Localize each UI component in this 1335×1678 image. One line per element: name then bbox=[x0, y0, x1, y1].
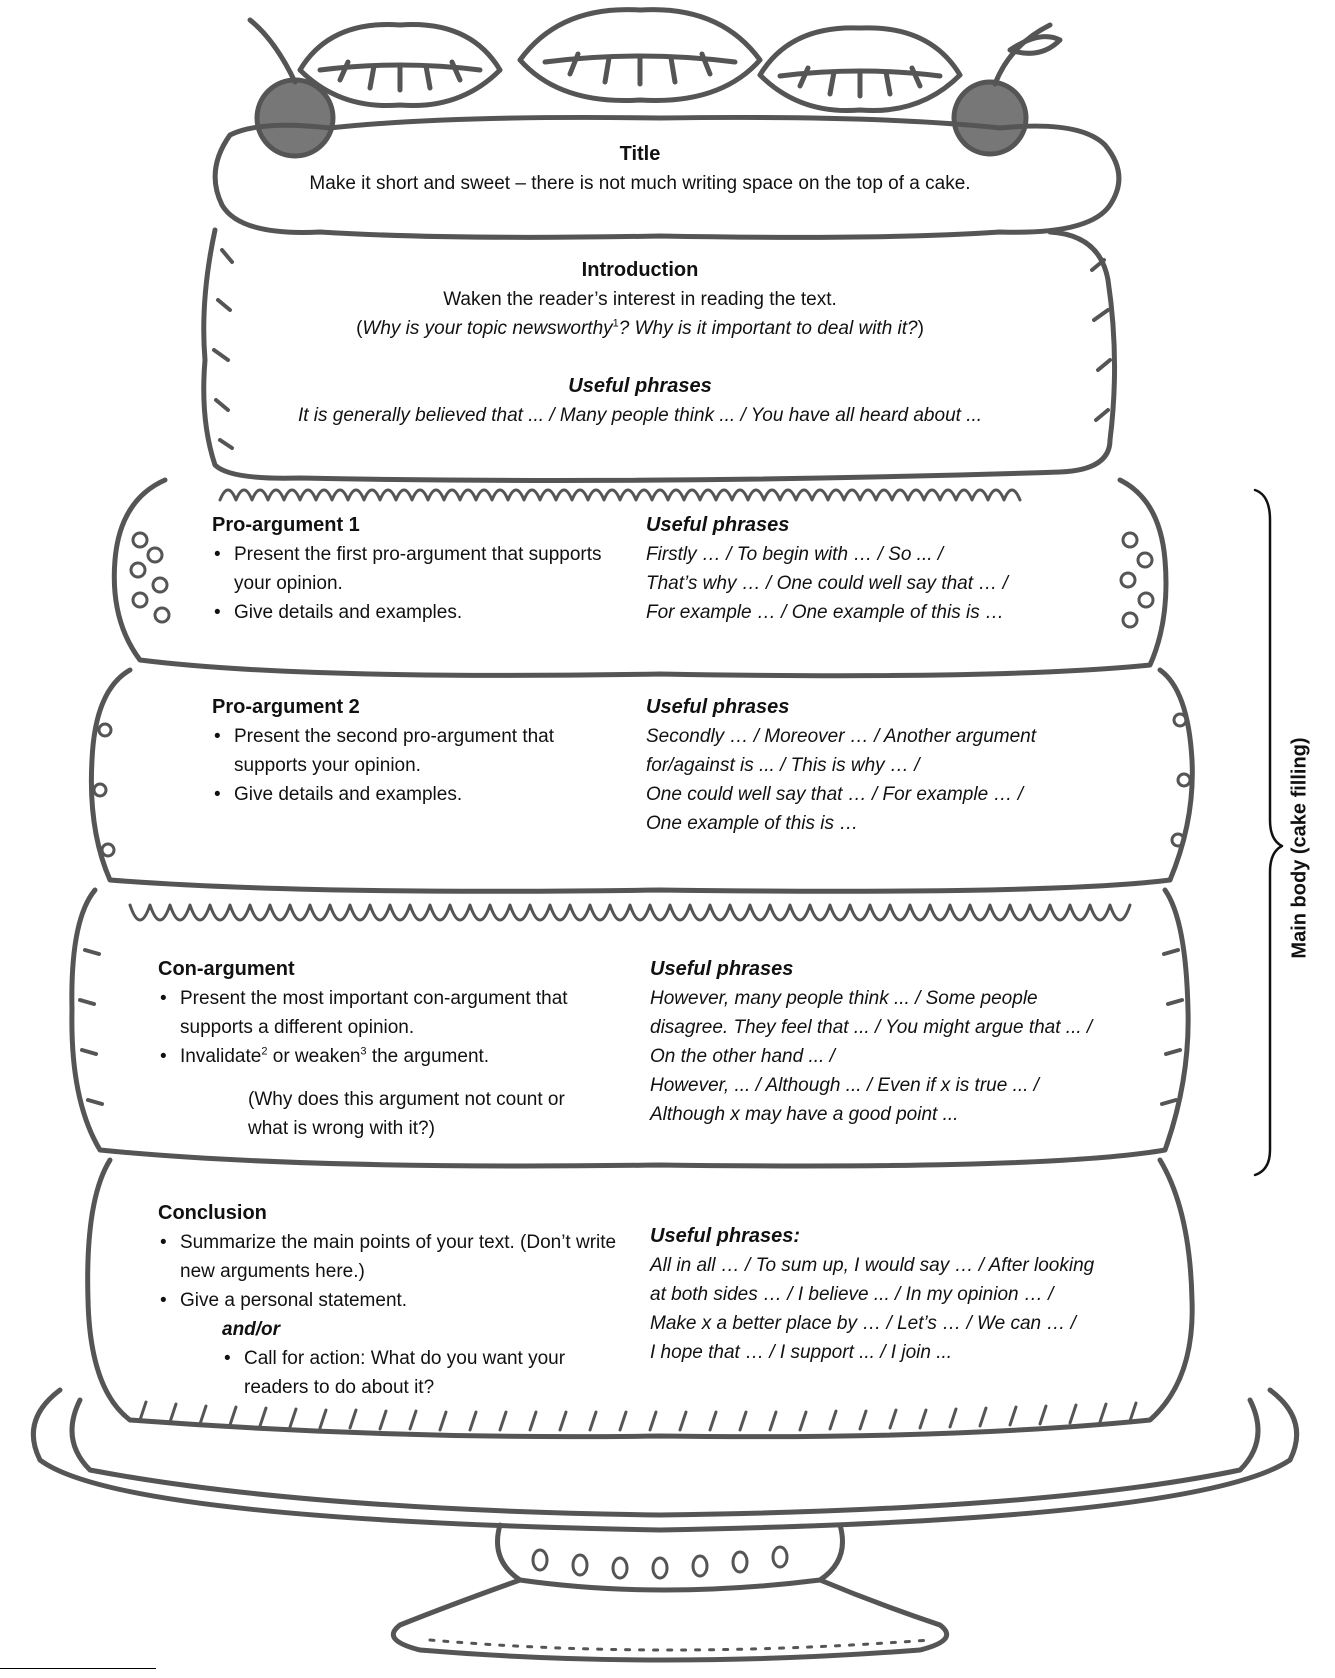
list-item: Summarize the main points of your text. … bbox=[158, 1228, 618, 1286]
cake-stand bbox=[498, 1525, 843, 1590]
argument-text: the argument. bbox=[367, 1046, 490, 1067]
phrase-line: One could well say that … / For example … bbox=[646, 780, 1126, 809]
weaken-text: or weaken bbox=[267, 1046, 360, 1067]
and-or-label: and/or bbox=[158, 1315, 618, 1344]
main-body-label: Main body (cake filling) bbox=[1289, 737, 1312, 958]
pro2-bullets: Present the second pro-argument that sup… bbox=[212, 722, 592, 809]
title-text: Make it short and sweet – there is not m… bbox=[260, 169, 1020, 198]
conclusion-phrases-section: Useful phrases: All in all … / To sum up… bbox=[650, 1222, 1150, 1367]
con-heading: Con-argument bbox=[158, 955, 588, 984]
phrase-line: disagree. They feel that ... / You might… bbox=[650, 1013, 1150, 1042]
footnote-divider bbox=[0, 1668, 156, 1669]
phrase-line: That’s why … / One could well say that …… bbox=[646, 569, 1116, 598]
con-note-line: what is wrong with it?) bbox=[248, 1114, 588, 1143]
introduction-line: Waken the reader’s interest in reading t… bbox=[230, 285, 1050, 314]
list-item: Invalidate2 or weaken3 the argument. bbox=[158, 1042, 588, 1071]
list-item: Present the most important con-argument … bbox=[158, 984, 588, 1042]
con-note-line: (Why does this argument not count or bbox=[248, 1085, 588, 1114]
phrase-line: However, ... / Although ... / Even if x … bbox=[650, 1071, 1150, 1100]
pro1-section: Pro-argument 1 Present the first pro-arg… bbox=[212, 511, 612, 627]
introduction-section: Introduction Waken the reader’s interest… bbox=[230, 256, 1050, 430]
pro2-section: Pro-argument 2 Present the second pro-ar… bbox=[212, 693, 592, 809]
phrase-line: All in all … / To sum up, I would say … … bbox=[650, 1251, 1150, 1280]
cake-plate bbox=[33, 1390, 1296, 1530]
phrase-line: On the other hand ... / bbox=[650, 1042, 1150, 1071]
conclusion-phrases-heading: Useful phrases: bbox=[650, 1222, 1150, 1251]
question-part2: ? Why is it important to deal with it? bbox=[619, 318, 918, 339]
phrase-line: Firstly … / To begin with … / So ... / bbox=[646, 540, 1116, 569]
con-phrases-section: Useful phrases However, many people thin… bbox=[650, 955, 1150, 1129]
phrase-line: One example of this is … bbox=[646, 809, 1126, 838]
list-item: Present the first pro-argument that supp… bbox=[212, 540, 612, 598]
list-item: Give details and examples. bbox=[212, 780, 592, 809]
fruit-slice-icon bbox=[760, 28, 960, 111]
list-item: Call for action: What do you want your r… bbox=[222, 1344, 618, 1402]
phrase-line: for/against is ... / This is why … / bbox=[646, 751, 1126, 780]
cherry-icon bbox=[954, 25, 1060, 154]
con-phrases-heading: Useful phrases bbox=[650, 955, 1150, 984]
introduction-heading: Introduction bbox=[230, 256, 1050, 285]
phrase-line: at both sides … / I believe ... / In my … bbox=[650, 1280, 1150, 1309]
phrase-line: I hope that … / I support ... / I join .… bbox=[650, 1338, 1150, 1367]
pro1-bullets: Present the first pro-argument that supp… bbox=[212, 540, 612, 627]
con-note: (Why does this argument not count or wha… bbox=[158, 1085, 588, 1143]
cherry-icon bbox=[250, 20, 333, 156]
list-item: Give details and examples. bbox=[212, 598, 612, 627]
introduction-phrases: It is generally believed that ... / Many… bbox=[230, 401, 1050, 430]
phrase-line: For example … / One example of this is … bbox=[646, 598, 1116, 627]
main-body-bracket bbox=[1255, 490, 1282, 1175]
fruit-slice-icon bbox=[300, 25, 500, 106]
title-heading: Title bbox=[260, 140, 1020, 169]
pro2-phrases-heading: Useful phrases bbox=[646, 693, 1126, 722]
pro1-phrases-section: Useful phrases Firstly … / To begin with… bbox=[646, 511, 1116, 627]
fruit-slice-icon bbox=[520, 10, 760, 101]
conclusion-bullets: Summarize the main points of your text. … bbox=[158, 1228, 618, 1315]
con-bullets: Present the most important con-argument … bbox=[158, 984, 588, 1071]
list-item: Present the second pro-argument that sup… bbox=[212, 722, 592, 780]
question-close: ) bbox=[918, 318, 924, 339]
pro2-heading: Pro-argument 2 bbox=[212, 693, 592, 722]
pro1-heading: Pro-argument 1 bbox=[212, 511, 612, 540]
invalidate-text: Invalidate bbox=[180, 1046, 261, 1067]
con-section: Con-argument Present the most important … bbox=[158, 955, 588, 1143]
phrase-line: Although x may have a good point ... bbox=[650, 1100, 1150, 1129]
introduction-questions: (Why is your topic newsworthy1? Why is i… bbox=[230, 314, 1050, 343]
introduction-phrases-heading: Useful phrases bbox=[230, 372, 1050, 401]
phrase-line: Make x a better place by … / Let’s … / W… bbox=[650, 1309, 1150, 1338]
pro1-phrases-heading: Useful phrases bbox=[646, 511, 1116, 540]
pro2-phrases-section: Useful phrases Secondly … / Moreover … /… bbox=[646, 693, 1126, 838]
conclusion-sub-bullets: Call for action: What do you want your r… bbox=[158, 1344, 618, 1402]
list-item: Give a personal statement. bbox=[158, 1286, 618, 1315]
phrase-line: Secondly … / Moreover … / Another argume… bbox=[646, 722, 1126, 751]
conclusion-section: Conclusion Summarize the main points of … bbox=[158, 1199, 618, 1402]
title-section: Title Make it short and sweet – there is… bbox=[260, 140, 1020, 198]
phrase-line: However, many people think ... / Some pe… bbox=[650, 984, 1150, 1013]
question-part1: Why is your topic newsworthy bbox=[362, 318, 612, 339]
conclusion-heading: Conclusion bbox=[158, 1199, 618, 1228]
